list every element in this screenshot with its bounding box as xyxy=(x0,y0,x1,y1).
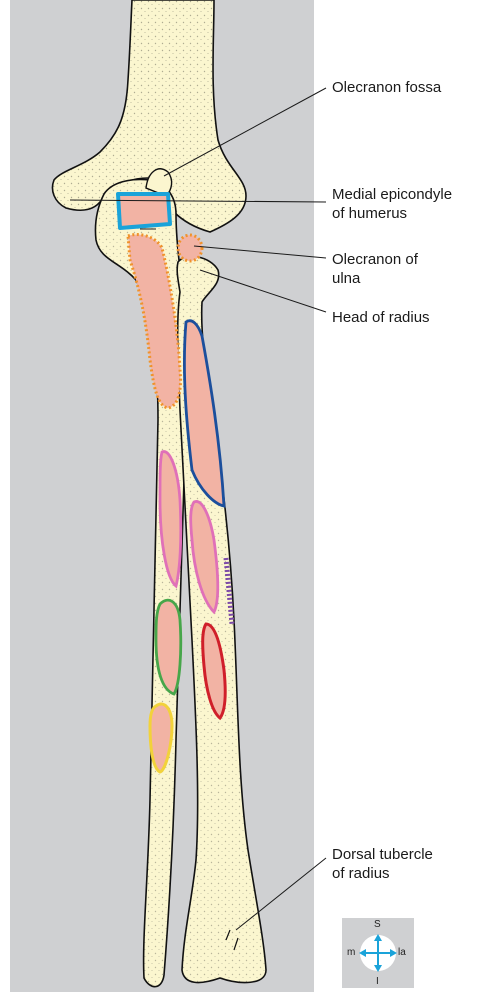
compass-lateral: la xyxy=(398,947,406,958)
label-dorsal-tubercle-line1: Dorsal tubercle xyxy=(332,845,433,864)
label-olecranon-ulna-line2: ulna xyxy=(332,269,418,288)
compass-superior: S xyxy=(374,919,381,930)
label-olecranon-ulna-line1: Olecranon of xyxy=(332,250,418,269)
label-medial-epicondyle-line2: of humerus xyxy=(332,204,452,223)
label-dorsal-tubercle: Dorsal tubercle of radius xyxy=(332,845,433,883)
label-olecranon-ulna: Olecranon of ulna xyxy=(332,250,418,288)
label-medial-epicondyle: Medial epicondyle of humerus xyxy=(332,185,452,223)
compass-medial: m xyxy=(347,947,355,958)
label-olecranon-fossa: Olecranon fossa xyxy=(332,78,441,97)
compass-inferior: I xyxy=(376,976,379,987)
label-head-radius: Head of radius xyxy=(332,308,430,327)
orientation-compass: S I m la xyxy=(342,918,414,988)
label-dorsal-tubercle-line2: of radius xyxy=(332,864,433,883)
attachment-orange-small xyxy=(178,235,202,261)
attachment-blue-light xyxy=(118,194,170,228)
label-medial-epicondyle-line1: Medial epicondyle xyxy=(332,185,452,204)
